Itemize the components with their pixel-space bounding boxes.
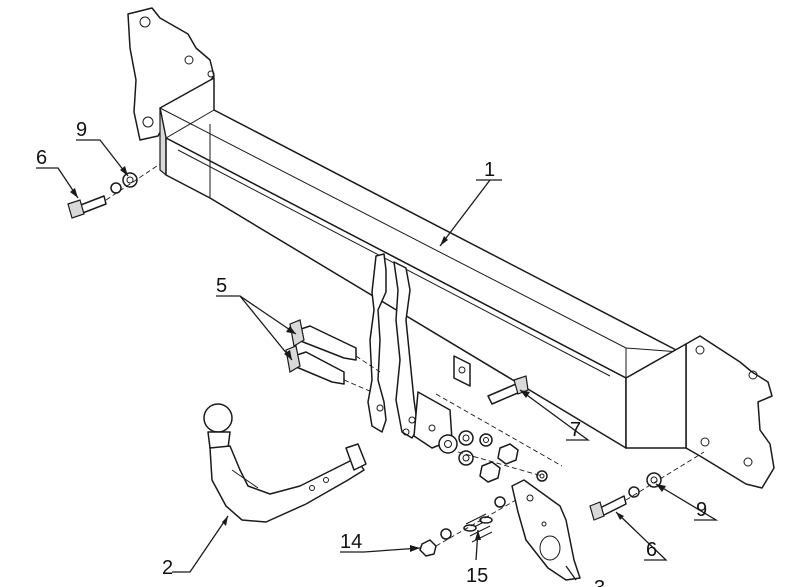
tow-ball-neck <box>203 403 367 523</box>
spring-15 <box>463 496 506 543</box>
callout-leader-9-right <box>655 483 719 521</box>
callout-9-right: 9 <box>696 499 707 521</box>
bolt-7 <box>487 375 529 405</box>
callout-leader-9-left <box>76 139 129 177</box>
callout-3: 3 <box>594 577 605 587</box>
callout-leader-14 <box>340 545 421 553</box>
callout-9-left: 9 <box>76 119 87 141</box>
callout-5: 5 <box>216 275 227 297</box>
cross-beam <box>159 77 681 449</box>
nut-14 <box>419 528 452 557</box>
callout-leader-3 <box>565 565 577 581</box>
left-washers-9 <box>110 172 138 194</box>
callout-15: 15 <box>466 565 488 587</box>
left-bolt-6 <box>67 195 107 219</box>
socket-plate <box>511 479 581 581</box>
callout-6-left: 6 <box>36 147 47 169</box>
callout-leader-15 <box>475 529 481 561</box>
bolt-upper-5 <box>289 319 357 361</box>
callout-1: 1 <box>484 159 495 181</box>
callout-leader-5 <box>216 295 297 361</box>
callout-leader-6-left <box>36 167 79 199</box>
callout-6-right: 6 <box>646 539 657 561</box>
callout-14: 14 <box>340 531 362 553</box>
center-hitch-plates <box>367 253 471 449</box>
callout-2: 2 <box>162 557 173 579</box>
callout-leader-1 <box>439 179 502 247</box>
right-mounting-bracket <box>625 335 775 489</box>
right-washers-9 <box>628 472 662 498</box>
callout-leader-7 <box>519 389 590 441</box>
callout-leader-6-right <box>615 511 668 561</box>
callout-7: 7 <box>570 419 581 441</box>
washer-nut-set-center <box>438 430 548 483</box>
right-bolt-6 <box>589 495 627 521</box>
callout-leader-2 <box>172 515 229 573</box>
